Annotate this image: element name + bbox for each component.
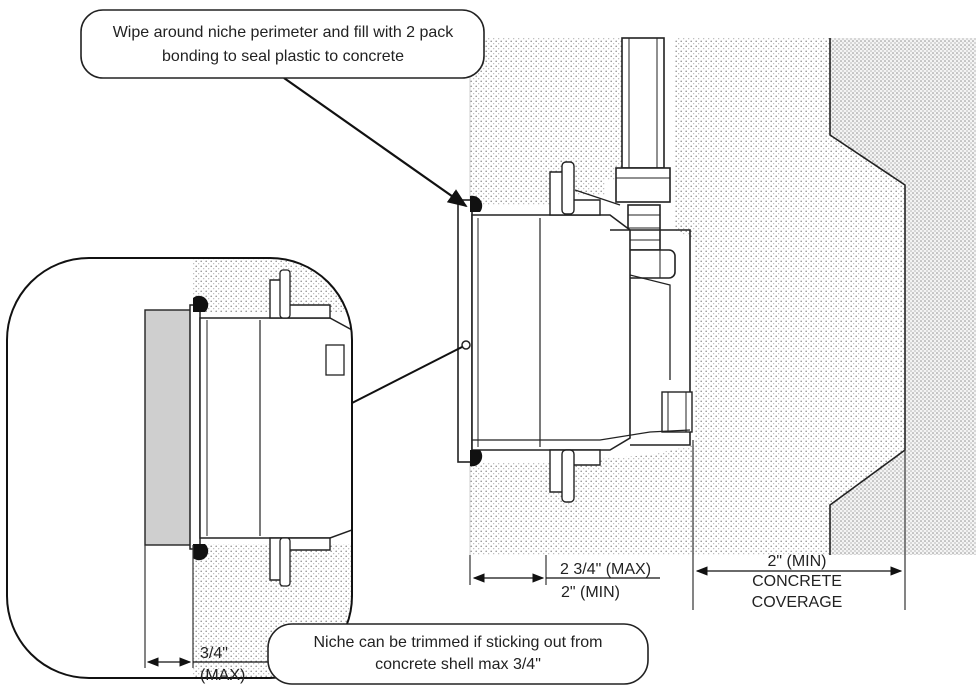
min-depth-label: 2" (MIN) [561, 584, 620, 601]
top-callout-line-2: bonding to seal plastic to concrete [162, 48, 404, 65]
bottom-callout-line-1: Niche can be trimmed if sticking out fro… [314, 634, 603, 651]
conduit-pipe [614, 37, 676, 279]
max-depth-label: 2 3/4" (MAX) [560, 561, 651, 578]
bottom-callout-line-2: concrete shell max 3/4" [375, 656, 541, 673]
trim-value-label: 3/4" [200, 645, 228, 662]
trim-qualifier-label: (MAX) [200, 667, 245, 684]
zoom-detail [6, 257, 353, 679]
top-callout: Wipe around niche perimeter and fill wit… [80, 9, 485, 79]
coverage-value-label: 2" (MIN) [767, 553, 826, 570]
dimension-lines [144, 440, 906, 668]
niche-housing [457, 161, 693, 503]
coverage-word-concrete: CONCRETE [752, 573, 842, 590]
top-callout-line-1: Wipe around niche perimeter and fill wit… [113, 24, 455, 41]
coverage-word-coverage: COVERAGE [752, 594, 843, 611]
leader-lines [283, 77, 468, 404]
bottom-callout: Niche can be trimmed if sticking out fro… [267, 623, 649, 685]
